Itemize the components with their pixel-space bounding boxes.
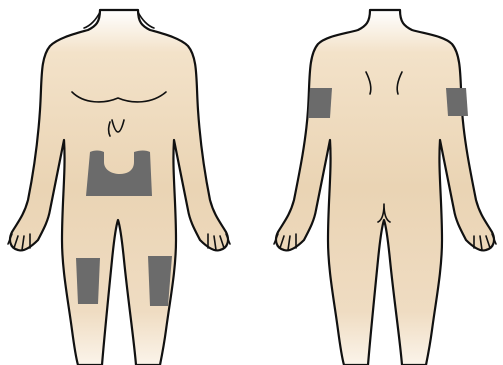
front-body-figure <box>8 10 230 365</box>
front-right-thigh-injection-site <box>148 256 172 306</box>
back-right-upper-arm-injection-site <box>446 88 468 116</box>
back-body-figure <box>274 10 496 365</box>
front-left-thigh-injection-site <box>76 258 100 304</box>
back-body-outline <box>276 10 494 365</box>
back-left-upper-arm-injection-site <box>308 88 332 118</box>
